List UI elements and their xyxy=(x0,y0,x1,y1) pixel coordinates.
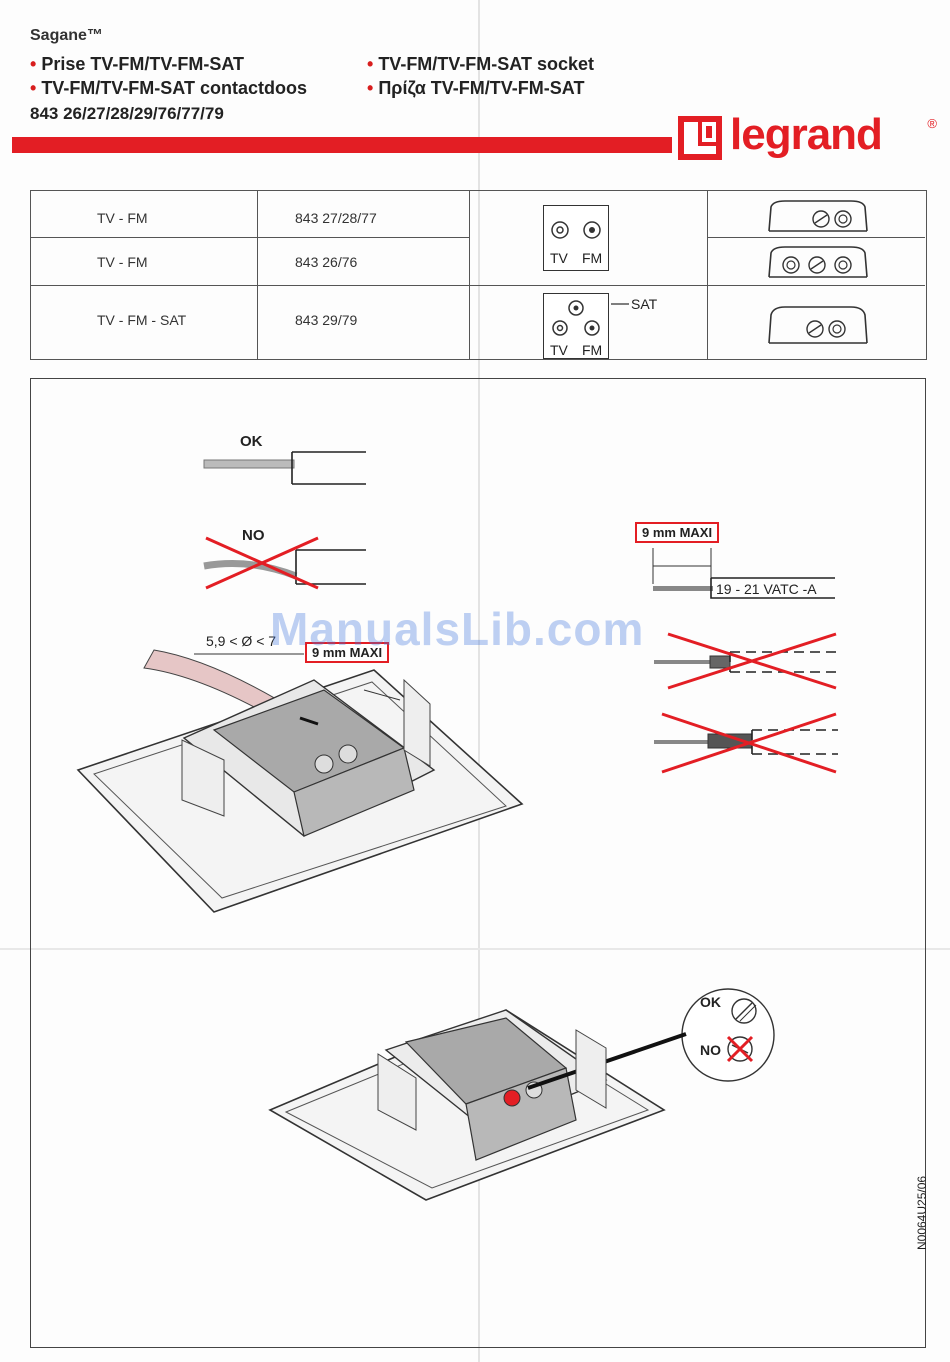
title-gr: •Πρίζα TV-FM/TV-FM-SAT xyxy=(367,78,585,98)
document-number: N0064U25/06 xyxy=(915,1175,929,1250)
legrand-logo: legrand ® xyxy=(678,110,943,170)
socket-screw-illustration xyxy=(268,1009,687,1201)
cable-diameter-label: 5,9 < Ø < 7 xyxy=(206,633,277,649)
title-en: •TV-FM/TV-FM-SAT socket xyxy=(367,54,594,74)
red-header-bar xyxy=(12,137,672,153)
screw-no-label: NO xyxy=(700,1042,721,1058)
table-row-3-ref: 843 29/79 xyxy=(295,312,358,328)
wire-ok-icon xyxy=(203,451,366,485)
table-row-2-ref: 843 26/76 xyxy=(295,254,358,270)
wire-ok-label: OK xyxy=(240,433,263,450)
module-label-fm: FM xyxy=(582,342,603,358)
fold-line-vertical xyxy=(478,0,480,1362)
table-row-3-type: TV - FM - SAT xyxy=(97,312,187,328)
reference-table: TV - FM 843 27/28/77 TV - FM 843 26/76 T… xyxy=(30,190,927,360)
coax-ok-icon xyxy=(652,548,835,599)
tv-fm-module: TV FM xyxy=(543,205,609,271)
screw-detail-bubble xyxy=(681,988,775,1082)
tv-fm-sat-module: TV FM xyxy=(543,293,609,359)
socket-wiring-illustration xyxy=(76,649,524,913)
logo-wordmark: legrand xyxy=(730,110,883,159)
module-label-tv: TV xyxy=(550,342,568,358)
coax-no-1-icon xyxy=(654,632,838,690)
table-row-2-type: TV - FM xyxy=(97,254,148,270)
legrand-mark-icon xyxy=(678,116,722,160)
screw-ok-label: OK xyxy=(700,994,721,1010)
title-nl: •TV-FM/TV-FM-SAT contactdoos xyxy=(30,78,307,98)
module-label-tv: TV xyxy=(550,250,568,266)
product-brand: Sagane™ xyxy=(30,27,103,44)
module-label-sat: SAT xyxy=(631,296,658,312)
wire-no-label: NO xyxy=(242,527,265,544)
registered-mark: ® xyxy=(927,116,937,131)
sat-connectors-icon xyxy=(552,300,600,336)
wire-no-icon xyxy=(203,536,366,590)
coax-no-2-icon xyxy=(654,712,838,774)
table-row-1-type: TV - FM xyxy=(97,210,148,226)
socket-max-strip-label: 9 mm MAXI xyxy=(305,642,390,663)
voltage-label: 19 - 21 VATC -A xyxy=(716,581,817,597)
sat-leader-line xyxy=(611,303,629,305)
watermark: ManualsLib.com xyxy=(270,603,645,655)
table-row-1-ref: 843 27/28/77 xyxy=(295,210,377,226)
title-fr: •Prise TV-FM/TV-FM-SAT xyxy=(30,54,244,74)
terminal-clamp-3-icon xyxy=(768,246,868,278)
fold-line-horizontal xyxy=(0,948,950,950)
module-label-fm: FM xyxy=(582,250,603,266)
terminal-clamp-sat-icon xyxy=(768,306,868,344)
coax-connectors-icon xyxy=(551,221,601,239)
terminal-clamp-2-icon xyxy=(768,200,868,232)
product-codes: 843 26/27/28/29/76/77/79 xyxy=(30,104,224,123)
max-strip-label: 9 mm MAXI xyxy=(635,522,720,543)
installation-diagram-frame xyxy=(30,378,926,1348)
